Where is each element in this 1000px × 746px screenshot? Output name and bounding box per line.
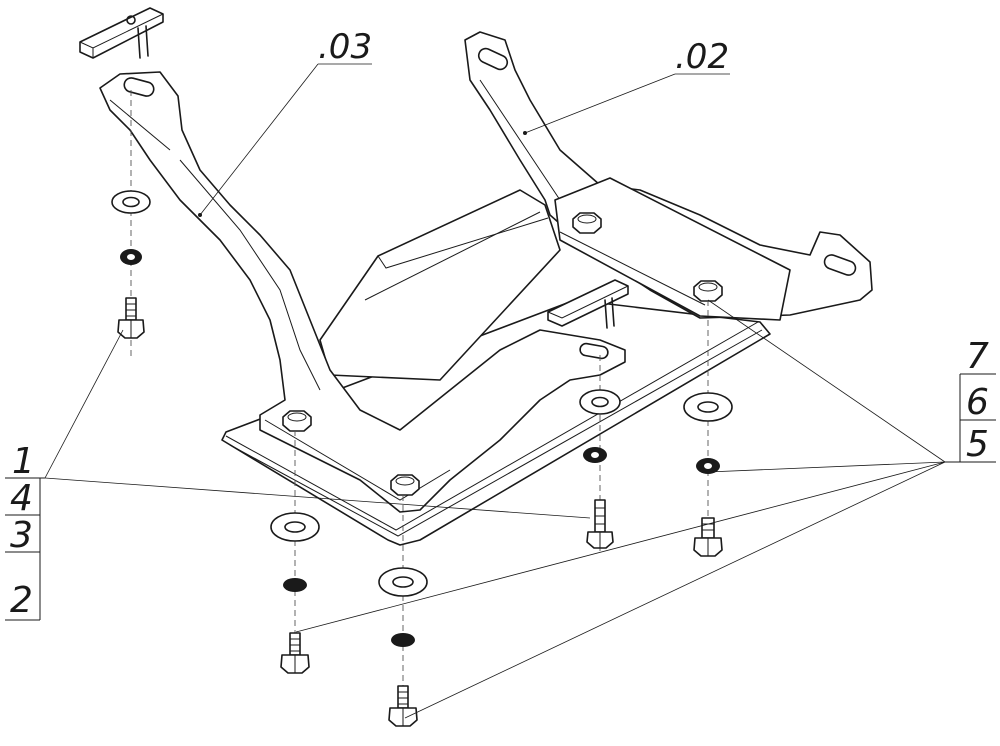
callout-item-2: 2 bbox=[10, 580, 33, 621]
callout-item-6: 6 bbox=[966, 382, 989, 423]
lock-washers bbox=[120, 249, 720, 647]
bracket-02 bbox=[464, 31, 873, 321]
callout-part-02: .02 bbox=[675, 37, 729, 77]
item-table-right bbox=[945, 373, 996, 463]
bracket-03 bbox=[99, 71, 626, 513]
callout-item-7: 7 bbox=[966, 336, 989, 377]
item-table-left bbox=[5, 477, 45, 621]
leader-lines bbox=[44, 63, 946, 719]
bolts bbox=[117, 297, 723, 727]
callout-part-03: .03 bbox=[318, 27, 372, 67]
callout-item-1: 1 bbox=[12, 441, 35, 482]
callout-item-4: 4 bbox=[10, 478, 33, 519]
washers bbox=[111, 190, 733, 597]
bracket-nuts bbox=[282, 212, 723, 496]
callout-item-5: 5 bbox=[966, 424, 989, 465]
top-spacer bbox=[79, 7, 629, 329]
callout-item-3: 3 bbox=[10, 515, 33, 556]
